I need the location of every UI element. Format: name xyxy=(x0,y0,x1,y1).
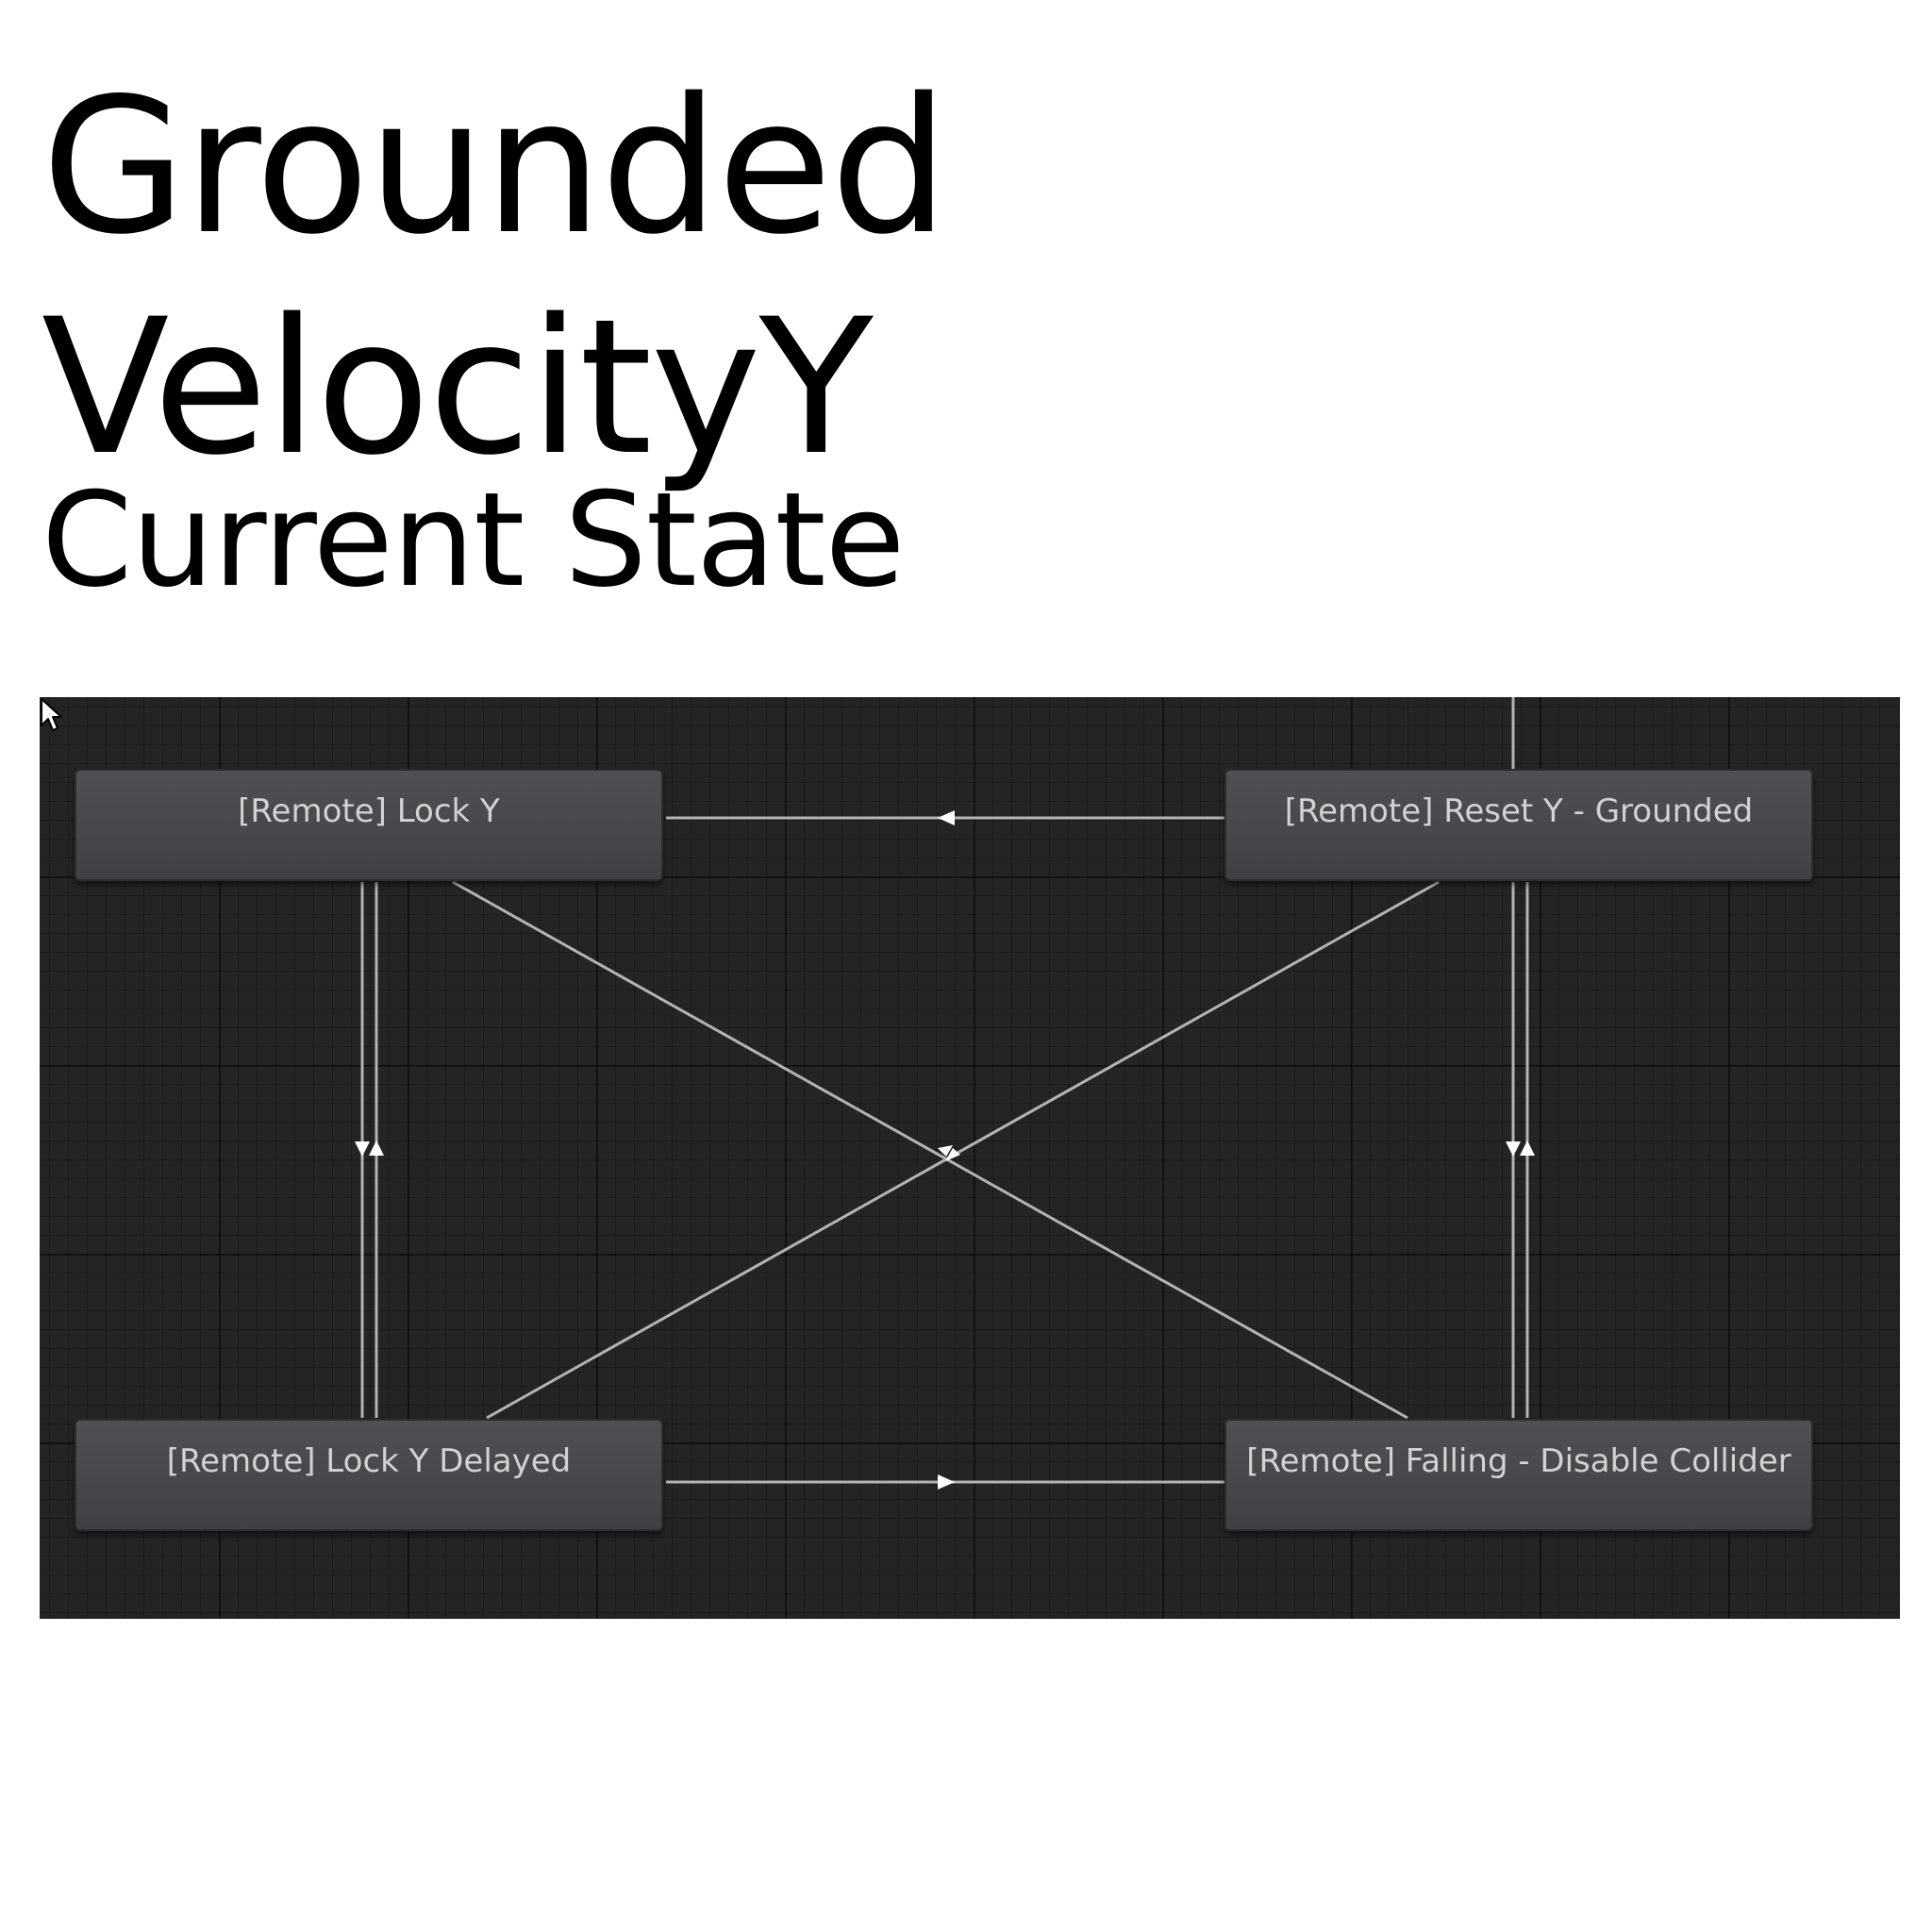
transition-lock-to-falling xyxy=(452,880,1408,1420)
state-node-label: [Remote] Lock Y Delayed xyxy=(166,1441,572,1480)
state-node-label: [Remote] Reset Y - Grounded xyxy=(1284,791,1754,830)
arrow-diag-down-icon xyxy=(945,1148,960,1161)
animator-state-graph[interactable]: [Remote] Lock Y [Remote] Reset Y - Groun… xyxy=(40,697,1900,1619)
current-state-label: Current State xyxy=(42,464,905,616)
state-node-label: [Remote] Falling - Disable Collider xyxy=(1246,1441,1791,1480)
state-node-lock-y-delayed[interactable]: [Remote] Lock Y Delayed xyxy=(75,1419,663,1531)
arrow-up-icon xyxy=(369,1141,384,1156)
arrow-down-icon xyxy=(1506,1141,1521,1157)
mouse-cursor-icon xyxy=(41,698,62,731)
parameter-label-grounded: Grounded xyxy=(42,58,949,275)
state-node-falling-disable-collider[interactable]: [Remote] Falling - Disable Collider xyxy=(1224,1419,1813,1531)
arrow-down-icon xyxy=(355,1141,370,1157)
parameter-label-velocityy: VelocityY xyxy=(42,278,874,496)
arrow-diag-up-icon xyxy=(938,1145,953,1157)
state-node-lock-y[interactable]: [Remote] Lock Y xyxy=(75,769,663,881)
arrow-right-icon xyxy=(938,1474,955,1490)
arrow-left-icon xyxy=(938,810,955,825)
transitions-layer xyxy=(355,697,1535,1490)
state-node-reset-y-grounded[interactable]: [Remote] Reset Y - Grounded xyxy=(1224,769,1813,881)
state-node-label: [Remote] Lock Y xyxy=(238,791,500,830)
transition-reset-to-delayed xyxy=(486,880,1440,1420)
arrow-up-icon xyxy=(1520,1141,1535,1156)
arrow-heads xyxy=(355,810,1535,1490)
